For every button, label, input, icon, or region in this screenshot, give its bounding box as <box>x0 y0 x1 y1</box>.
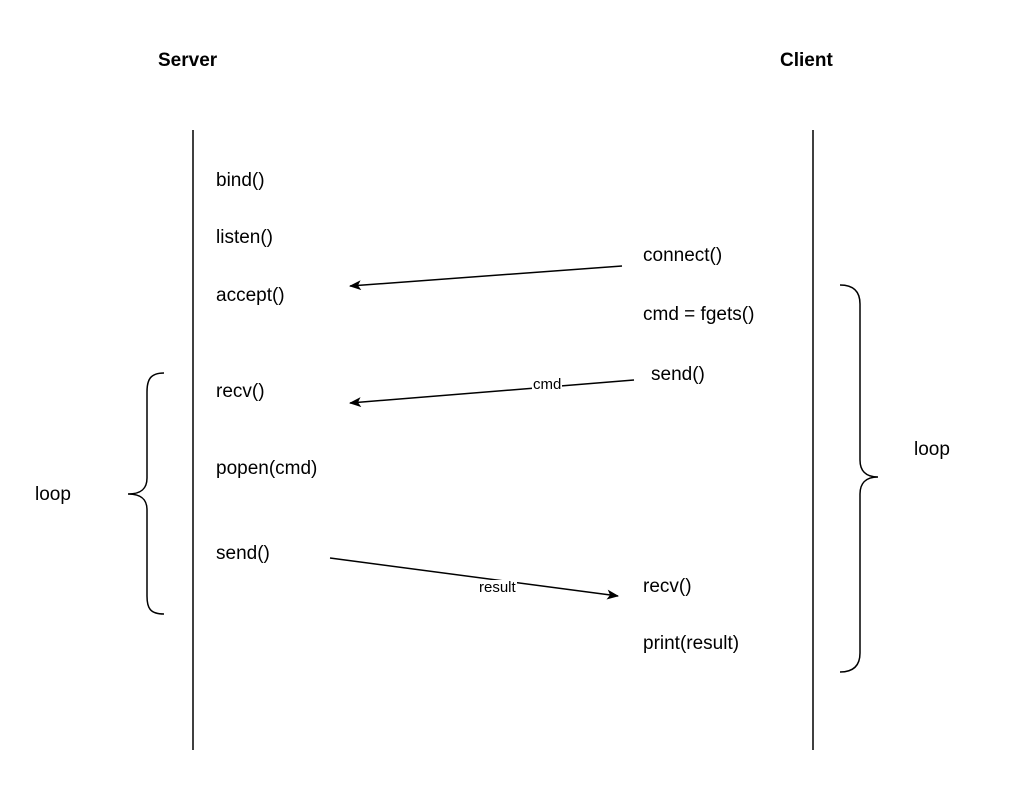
server-step-accept: accept() <box>216 285 285 306</box>
server-heading: Server <box>158 50 218 71</box>
client-step-print: print(result) <box>643 633 740 654</box>
client-loop-label: loop <box>914 439 950 460</box>
cmd-message-label: cmd <box>532 376 563 393</box>
client-step-recv: recv() <box>643 576 692 597</box>
client-loop-brace <box>839 284 879 673</box>
server-step-popen: popen(cmd) <box>216 458 318 479</box>
client-step-send: send() <box>651 364 705 385</box>
server-step-send: send() <box>216 543 270 564</box>
client-step-fgets: cmd = fgets() <box>643 304 755 325</box>
server-step-listen: listen() <box>216 227 274 248</box>
result-message-label: result <box>478 579 517 596</box>
connect-accept-arrow <box>349 265 623 291</box>
result-message-arrow <box>329 557 619 600</box>
client-heading: Client <box>780 50 833 71</box>
server-loop-label: loop <box>35 484 71 505</box>
cmd-message-arrow <box>349 379 635 408</box>
client-step-connect: connect() <box>643 245 723 266</box>
server-loop-brace <box>127 372 165 615</box>
server-step-bind: bind() <box>216 170 265 191</box>
server-step-recv: recv() <box>216 381 265 402</box>
